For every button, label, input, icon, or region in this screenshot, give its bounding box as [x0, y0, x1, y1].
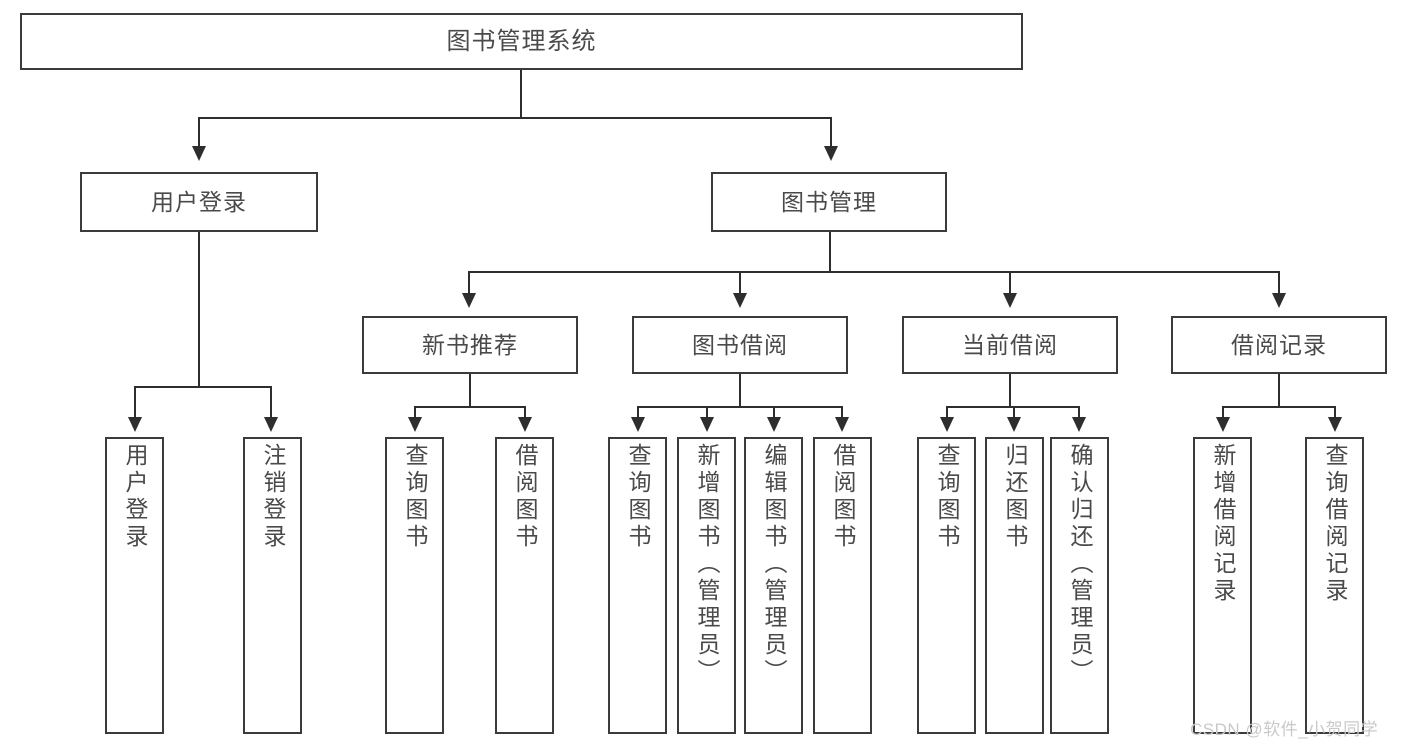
- connector-book-borrow-to-leaf-1: [706, 406, 708, 417]
- arrowhead-current-borrow: [1003, 293, 1017, 308]
- leaf-borrow-record-add-record[interactable]: 新增借阅记录: [1193, 437, 1252, 734]
- node-book-borrow[interactable]: 图书借阅: [632, 316, 848, 374]
- node-label: 用户登录: [151, 188, 247, 215]
- connector-borrow-record-to-leaf-1: [1334, 406, 1336, 417]
- connector-borrow-record-bus: [1222, 406, 1336, 408]
- node-label: 图书管理系统: [446, 27, 597, 55]
- leaf-current-borrow-query-book[interactable]: 查询图书: [917, 437, 976, 734]
- connector-user-login-stem: [198, 232, 200, 386]
- connector-user-login-to-leaf-1: [270, 386, 272, 417]
- node-label: 注销登录: [260, 443, 286, 551]
- arrowhead-to-user-login: [192, 146, 206, 161]
- arrowhead-current-borrow-leaf-2: [1072, 417, 1086, 432]
- connector-book-management-bus: [468, 271, 1280, 273]
- node-label: 查询图书: [625, 443, 651, 551]
- node-label: 归还图书: [1002, 443, 1028, 551]
- leaf-user-login-logout[interactable]: 注销登录: [243, 437, 302, 734]
- node-label: 确认归还（管理员）: [1067, 443, 1093, 686]
- node-label: 借阅图书: [512, 443, 538, 551]
- connector-new-book-to-leaf-0: [414, 406, 416, 417]
- connector-root-to-user-login: [198, 117, 200, 146]
- connector-new-book-stem: [469, 374, 471, 406]
- connector-user-login-bus: [134, 386, 270, 388]
- node-root-book-management-system[interactable]: 图书管理系统: [20, 13, 1023, 70]
- arrowhead-borrow-record-leaf-0: [1216, 417, 1230, 432]
- node-label: 新书推荐: [422, 331, 518, 358]
- leaf-book-borrow-borrow-book[interactable]: 借阅图书: [813, 437, 872, 734]
- node-label: 新增图书（管理员）: [694, 443, 720, 686]
- node-book-management[interactable]: 图书管理: [711, 172, 947, 232]
- connector-bm-to-new-book: [468, 271, 470, 293]
- arrowhead-borrow-record-leaf-1: [1328, 417, 1342, 432]
- arrowhead-new-book-recommend: [462, 293, 476, 308]
- leaf-borrow-record-query-record[interactable]: 查询借阅记录: [1305, 437, 1364, 734]
- leaf-current-borrow-confirm-return-admin[interactable]: 确认归还（管理员）: [1050, 437, 1109, 734]
- leaf-book-borrow-query-book[interactable]: 查询图书: [608, 437, 667, 734]
- leaf-book-borrow-edit-book-admin[interactable]: 编辑图书（管理员）: [744, 437, 803, 734]
- leaf-user-login-login[interactable]: 用户登录: [105, 437, 164, 734]
- node-label: 用户登录: [122, 443, 148, 551]
- connector-borrow-record-to-leaf-0: [1222, 406, 1224, 417]
- leaf-new-book-borrow-book[interactable]: 借阅图书: [495, 437, 554, 734]
- leaf-new-book-query-book[interactable]: 查询图书: [385, 437, 444, 734]
- arrowhead-book-borrow-leaf-0: [631, 417, 645, 432]
- connector-book-borrow-to-leaf-0: [637, 406, 639, 417]
- connector-book-borrow-to-leaf-2: [773, 406, 775, 417]
- arrowhead-borrow-record: [1272, 293, 1286, 308]
- node-borrow-record[interactable]: 借阅记录: [1171, 316, 1387, 374]
- connector-book-borrow-bus: [637, 406, 843, 408]
- arrowhead-book-borrow-leaf-1: [700, 417, 714, 432]
- arrowhead-book-borrow-leaf-3: [835, 417, 849, 432]
- connector-borrow-record-stem: [1278, 374, 1280, 406]
- connector-current-borrow-stem: [1009, 374, 1011, 406]
- arrowhead-book-borrow-leaf-2: [767, 417, 781, 432]
- connector-new-book-to-leaf-1: [524, 406, 526, 417]
- node-label: 图书借阅: [692, 331, 788, 358]
- node-label: 编辑图书（管理员）: [761, 443, 787, 686]
- connector-root-bus: [198, 117, 832, 119]
- node-label: 图书管理: [781, 188, 877, 215]
- connector-bm-to-current-borrow: [1009, 271, 1011, 293]
- connector-new-book-bus: [414, 406, 526, 408]
- connector-book-management-stem: [829, 232, 831, 271]
- connector-root-to-book-management: [830, 117, 832, 146]
- node-label: 查询图书: [402, 443, 428, 551]
- connector-bm-to-book-borrow: [739, 271, 741, 293]
- arrowhead-new-book-leaf-0: [408, 417, 422, 432]
- node-user-login[interactable]: 用户登录: [80, 172, 318, 232]
- node-label: 当前借阅: [962, 331, 1058, 358]
- connector-current-borrow-to-leaf-0: [946, 406, 948, 417]
- node-label: 查询图书: [934, 443, 960, 551]
- connector-current-borrow-to-leaf-2: [1078, 406, 1080, 417]
- connector-book-borrow-stem: [739, 374, 741, 406]
- node-label: 查询借阅记录: [1322, 443, 1348, 605]
- arrowhead-current-borrow-leaf-1: [1007, 417, 1021, 432]
- node-new-book-recommend[interactable]: 新书推荐: [362, 316, 578, 374]
- leaf-book-borrow-add-book-admin[interactable]: 新增图书（管理员）: [677, 437, 736, 734]
- arrowhead-current-borrow-leaf-0: [940, 417, 954, 432]
- connector-user-login-to-leaf-0: [134, 386, 136, 417]
- node-label: 借阅记录: [1231, 331, 1327, 358]
- node-current-borrow[interactable]: 当前借阅: [902, 316, 1118, 374]
- arrowhead-user-login-leaf-0: [128, 417, 142, 432]
- arrowhead-book-borrow: [733, 293, 747, 308]
- arrowhead-user-login-leaf-1: [264, 417, 278, 432]
- arrowhead-new-book-leaf-1: [518, 417, 532, 432]
- leaf-current-borrow-return-book[interactable]: 归还图书: [985, 437, 1044, 734]
- node-label: 借阅图书: [830, 443, 856, 551]
- node-label: 新增借阅记录: [1210, 443, 1236, 605]
- arrowhead-to-book-management: [824, 146, 838, 161]
- connector-bm-to-borrow-record: [1278, 271, 1280, 293]
- connector-root-stem: [520, 70, 522, 117]
- connector-current-borrow-to-leaf-1: [1013, 406, 1015, 417]
- connector-book-borrow-to-leaf-3: [841, 406, 843, 417]
